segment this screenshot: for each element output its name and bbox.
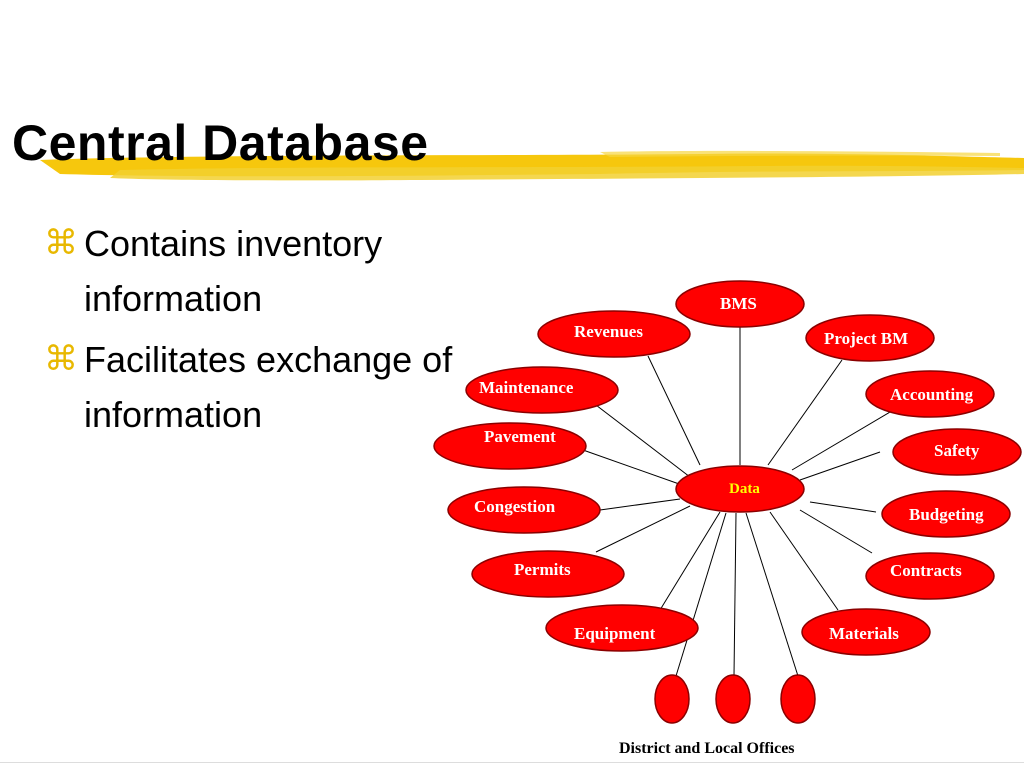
node-contracts: Contracts — [865, 552, 995, 600]
node-pavement: Pavement — [433, 422, 587, 470]
node-label: Maintenance — [479, 378, 574, 397]
z-bullet-icon: ⌘ — [44, 339, 78, 379]
node-maintenance: Maintenance — [465, 366, 619, 414]
spoke-contracts — [799, 509, 873, 554]
spoke-office-1 — [675, 512, 727, 677]
node-label: Project BM — [824, 329, 908, 348]
node-label: Revenues — [574, 322, 643, 341]
node-accounting: Accounting — [865, 370, 995, 418]
spoke-accounting — [791, 411, 891, 471]
hub-label: Data — [729, 481, 760, 497]
node-revenues: Revenues — [537, 310, 691, 358]
node-label: Materials — [829, 624, 899, 643]
node-label: Budgeting — [909, 505, 984, 524]
bullet-item: ⌘ Facilitates exchange of information — [44, 332, 524, 442]
spoke-safety — [799, 451, 881, 481]
spoke-permits — [595, 505, 691, 553]
title-brush-stroke — [40, 150, 1024, 181]
node-label: BMS — [720, 294, 757, 313]
node-permits: Permits — [471, 550, 625, 598]
spoke-revenues — [647, 355, 701, 466]
spoke-project-bm — [767, 359, 843, 466]
office-node — [715, 674, 751, 724]
office-nodes — [654, 674, 816, 724]
slide-divider — [0, 762, 1024, 763]
node-label: Congestion — [474, 497, 556, 516]
office-node — [654, 674, 690, 724]
slide-title: Central Database — [12, 115, 429, 171]
node-budgeting: Budgeting — [881, 490, 1011, 538]
spoke-office-2 — [733, 512, 737, 677]
node-equipment: Equipment — [545, 604, 699, 652]
bullet-item: ⌘ Contains inventory information — [44, 216, 524, 326]
node-label: Accounting — [890, 385, 974, 404]
office-node — [780, 674, 816, 724]
spoke-office-3 — [745, 512, 799, 677]
spoke-maintenance — [591, 401, 691, 478]
spoke-budgeting — [809, 501, 877, 513]
node-congestion: Congestion — [447, 486, 601, 534]
spokes — [582, 325, 891, 677]
node-label: Pavement — [484, 427, 556, 446]
bullet-text: Facilitates exchange of information — [84, 339, 453, 435]
bullet-list: ⌘ Contains inventory information ⌘ Facil… — [44, 216, 524, 448]
hub-node: Data — [675, 465, 805, 513]
node-safety: Safety — [892, 428, 1022, 476]
node-materials: Materials — [801, 608, 931, 656]
node-bms: BMS — [675, 280, 805, 328]
node-label: Equipment — [574, 624, 656, 643]
node-label: Permits — [514, 560, 571, 579]
z-bullet-icon: ⌘ — [44, 223, 78, 263]
node-project-bm: Project BM — [805, 314, 935, 362]
spoke-materials — [769, 511, 839, 611]
node-label: Contracts — [890, 561, 962, 580]
spoke-equipment — [659, 511, 721, 611]
spoke-congestion — [599, 498, 681, 511]
offices-label: District and Local Offices — [619, 740, 795, 757]
spoke-pavement — [582, 449, 683, 486]
bullet-text: Contains inventory information — [84, 223, 383, 319]
node-label: Safety — [934, 441, 980, 460]
